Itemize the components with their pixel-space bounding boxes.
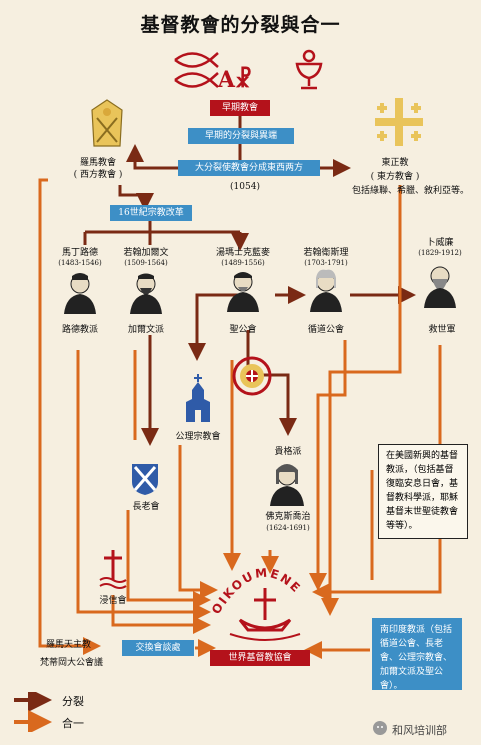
cranmer-years: (1489-1556)	[221, 259, 265, 267]
quaker-label: 貴格派	[274, 447, 302, 457]
union-lutheran-line	[76, 350, 211, 621]
chalice-icon	[295, 49, 323, 90]
cranmer-name: 湯瑪士克藍麥	[215, 248, 271, 258]
union-congregational-line	[178, 445, 218, 599]
rome-to-reformation-line	[118, 185, 154, 211]
anglican-to-congregational-line	[188, 293, 240, 361]
svg-text:OIKOUMENE: OIKOUMENE	[209, 566, 304, 617]
fox-name: 佛克斯喬治	[265, 512, 311, 522]
union-east-line	[321, 185, 402, 616]
union-baptist-line	[111, 595, 211, 634]
church-icon	[186, 374, 210, 422]
wesley-portrait	[310, 269, 342, 312]
union-presbyterian-line	[126, 510, 211, 609]
dialogue-label: 交換會談處	[122, 640, 194, 656]
methodist-label: 循道公會	[307, 325, 345, 335]
east-note: 包括綠聯、希臘、敘利亞等。	[352, 186, 470, 196]
roman-catholic-label: 羅馬天主教	[46, 640, 92, 650]
early-split-label: 早期的分裂與異端	[188, 128, 294, 144]
legend-arrows	[14, 692, 52, 732]
chi-rho-icon: Α☧	[217, 67, 253, 93]
wesley-name: 若翰衛斯理	[303, 248, 349, 258]
rome-label: 羅馬教會	[79, 158, 117, 168]
jerusalem-cross-icon	[375, 98, 423, 146]
reformation-label: 16世紀宗教改革	[110, 205, 192, 221]
anglican-label: 聖公會	[229, 325, 257, 335]
legend-split-label: 分裂	[62, 695, 84, 708]
booth-portrait	[424, 266, 456, 308]
baptist-label: 浸信會	[99, 596, 127, 606]
union-salvation-line	[312, 345, 442, 601]
congregational-label: 公理宗教會	[175, 432, 221, 442]
new-denominations-box: 在美國新興的基督教派，（包括基督復臨安息日會，基督教科學派，耶穌基督末世聖徒教會…	[378, 444, 468, 539]
wechat-icon	[373, 721, 387, 735]
calvin-portrait	[130, 273, 162, 314]
oikoumene-label: OIKOUMENE	[209, 566, 302, 617]
salvation-army-label: 救世軍	[428, 325, 456, 335]
union-rome-line	[38, 178, 101, 655]
st-andrew-cross-icon	[132, 464, 158, 495]
oikoumene-ship-icon	[229, 588, 301, 641]
early-church-label: 早期教會	[210, 100, 270, 116]
reformation-branch-line	[83, 221, 240, 245]
great-schism-label: 大分裂使教會分成東西两方	[178, 160, 320, 176]
calvin-name: 若翰加爾文	[123, 248, 169, 258]
watermark: 和风培训部	[392, 724, 447, 737]
east-sub-label: ( 東方教會 )	[370, 172, 420, 182]
vatican-label: 梵蒂岡大公會議	[40, 658, 104, 668]
fox-years: (1624-1691)	[266, 524, 310, 532]
wesley-years: (1703-1791)	[304, 259, 348, 267]
baptist-cross-icon	[99, 550, 127, 589]
luther-years: (1483-1546)	[58, 259, 102, 267]
booth-name: 卜威廉	[426, 238, 454, 248]
union-methodist-line	[309, 340, 347, 591]
presbyterian-label: 長老會	[132, 502, 160, 512]
calvin-years: (1509-1564)	[124, 259, 168, 267]
rome-sub-label: ( 西方教會 )	[73, 170, 123, 180]
papal-arms-icon	[91, 99, 123, 147]
cranmer-portrait	[227, 272, 259, 312]
fish-icon	[174, 52, 219, 88]
calvinist-label: 加爾文派	[127, 325, 165, 335]
anglican-to-quaker-line	[246, 330, 297, 436]
wcc-label: 世界基督教協會	[210, 650, 310, 666]
csi-box: 南印度教派（包括循道公會、長老會、公理宗教會、加爾文派及聖公會）。	[372, 618, 462, 691]
east-label: 東正教	[381, 158, 409, 168]
page-title: 基督教會的分裂與合一	[140, 14, 341, 36]
luther-portrait	[64, 273, 96, 314]
luther-rose-icon	[232, 356, 272, 396]
luther-name: 馬丁路德	[61, 248, 99, 258]
booth-years: (1829-1912)	[418, 249, 462, 257]
legend-union-label: 合一	[62, 717, 84, 730]
lutheran-label: 路德教派	[61, 325, 99, 335]
fox-portrait	[270, 464, 304, 506]
year-1054: (1054)	[230, 182, 260, 192]
oikoumene-text-arc: OIKOUMENE	[209, 566, 304, 617]
